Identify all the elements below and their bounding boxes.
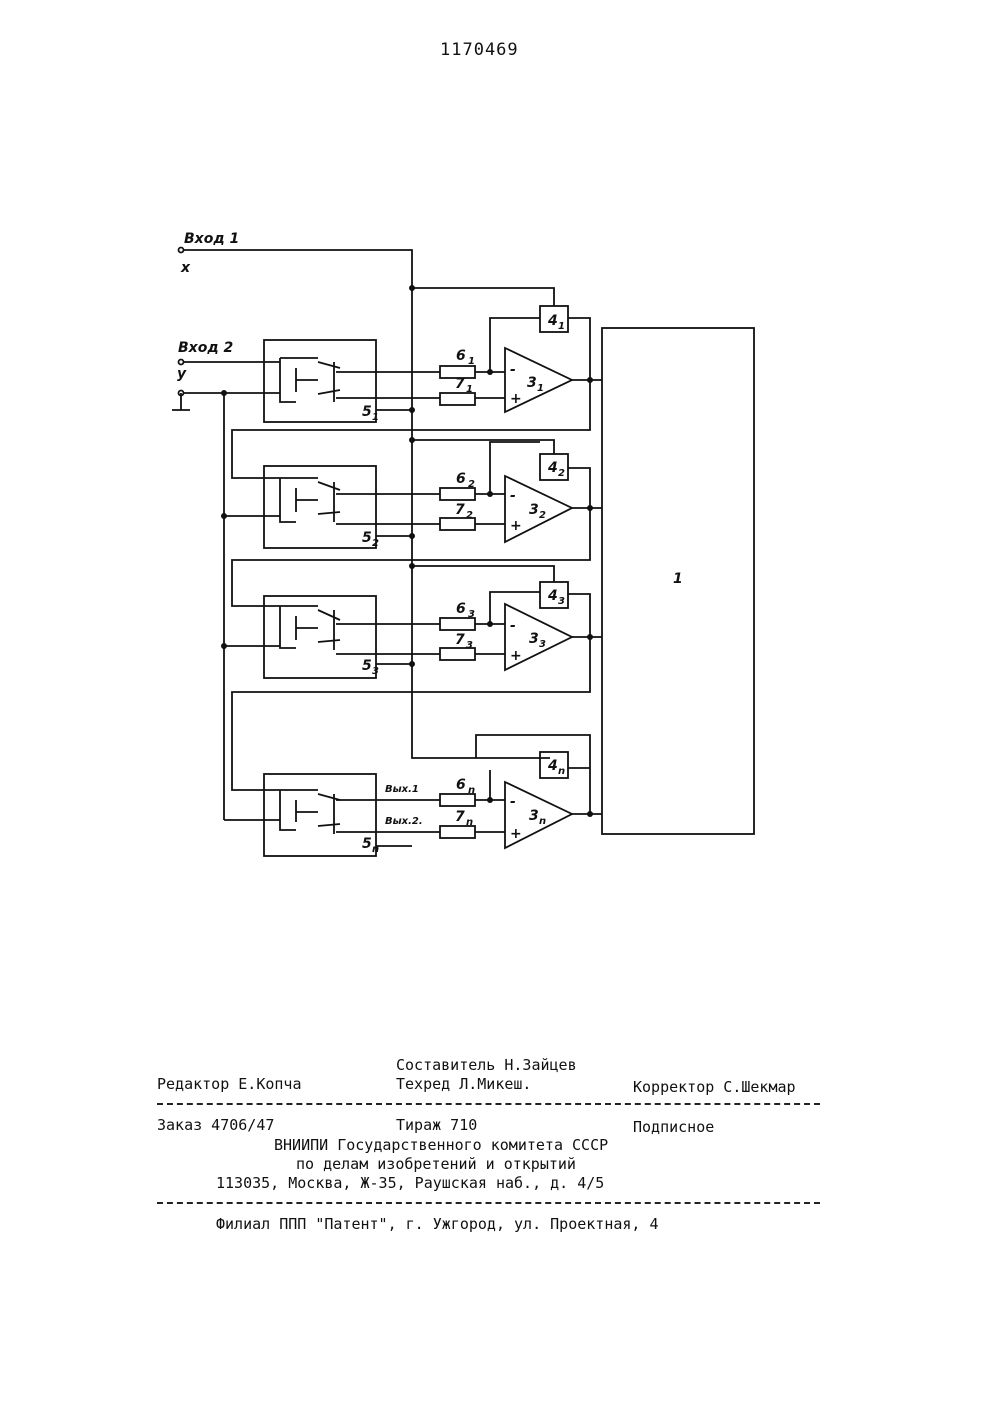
- svg-text:2: 2: [468, 479, 475, 490]
- corrector: Корректор С.Шекмар: [633, 1078, 796, 1096]
- svg-text:-: -: [510, 362, 516, 378]
- divider-1: [157, 1103, 820, 1105]
- compiler: Составитель Н.Зайцев: [396, 1056, 577, 1074]
- label-fb-3: 4: [547, 588, 558, 604]
- circulation: Тираж 710: [396, 1116, 477, 1134]
- input1-terminal: [179, 248, 184, 253]
- svg-text:+: +: [510, 518, 522, 534]
- label-amp-1: 3: [527, 375, 537, 391]
- label-fb-1: 4: [547, 313, 558, 329]
- label-amp-3: 3: [529, 631, 539, 647]
- svg-text:1: 1: [372, 412, 379, 423]
- svg-text:+: +: [510, 826, 522, 842]
- svg-text:2: 2: [558, 468, 565, 479]
- svg-text:3: 3: [372, 666, 379, 677]
- label-r1-n: 6: [456, 777, 466, 793]
- svg-text:1: 1: [466, 384, 473, 395]
- svg-text:-: -: [510, 794, 516, 810]
- svg-text:1: 1: [558, 321, 565, 332]
- divider-2: [157, 1202, 820, 1204]
- svg-text:n: n: [539, 816, 546, 827]
- stage-2: 6 2 7 2 3 2 4 2 5 2 - +: [224, 440, 602, 606]
- svg-text:2: 2: [466, 510, 473, 521]
- stage-3: 6 3 7 3 3 3 4 3 5 3 - +: [224, 566, 602, 790]
- svg-text:1: 1: [468, 356, 475, 367]
- svg-text:3: 3: [468, 609, 475, 620]
- label-sw-2: 5: [362, 530, 372, 546]
- label-r1-1: 6: [456, 348, 466, 364]
- label-r2-1: 7: [455, 376, 465, 392]
- label-r1-3: 6: [456, 601, 466, 617]
- output2-label: Вых.2.: [385, 816, 423, 827]
- svg-text:-: -: [510, 488, 516, 504]
- label-r2-n: 7: [455, 809, 465, 825]
- svg-text:3: 3: [466, 640, 473, 651]
- subscription: Подписное: [633, 1118, 714, 1136]
- svg-text:3: 3: [558, 596, 565, 607]
- organization-line2: по делам изобретений и открытий: [296, 1155, 576, 1173]
- address: 113035, Москва, Ж-35, Раушская наб., д. …: [216, 1174, 604, 1192]
- input1-label: Вход 1: [184, 231, 239, 247]
- order: Заказ 4706/47: [157, 1116, 274, 1134]
- ground-symbol: [172, 393, 190, 410]
- svg-text:n: n: [558, 766, 565, 777]
- input1-bus: [184, 250, 550, 758]
- svg-text:n: n: [372, 844, 379, 855]
- input1-var: x: [180, 260, 191, 276]
- editor: Редактор Е.Копча: [157, 1075, 302, 1093]
- input2-var: y: [177, 366, 187, 382]
- input2-terminal-a: [179, 360, 184, 365]
- label-amp-n: 3: [529, 808, 539, 824]
- stage-1: 6 1 7 1 3 1 4 1 5 1 - +: [232, 288, 602, 478]
- label-sw-1: 5: [362, 404, 372, 420]
- label-r2-3: 7: [455, 632, 465, 648]
- input2-label: Вход 2: [178, 340, 233, 356]
- label-sw-3: 5: [362, 658, 372, 674]
- label-amp-2: 3: [529, 502, 539, 518]
- svg-text:2: 2: [539, 510, 546, 521]
- svg-text:2: 2: [372, 538, 379, 549]
- svg-text:n: n: [468, 785, 475, 796]
- label-fb-n: 4: [547, 758, 558, 774]
- svg-text:-: -: [510, 618, 516, 634]
- output1-label: Вых.1: [385, 784, 419, 795]
- techred: Техред Л.Микеш.: [396, 1075, 531, 1093]
- label-r2-2: 7: [455, 502, 465, 518]
- junction-dots: [221, 285, 593, 817]
- svg-text:+: +: [510, 391, 522, 407]
- label-sw-n: 5: [362, 836, 372, 852]
- stage-n: 6 n 7 n 3 n 4 n 5 n Вых.1 Вых.2. - +: [224, 735, 602, 856]
- svg-text:3: 3: [539, 639, 546, 650]
- svg-text:+: +: [510, 648, 522, 664]
- svg-text:1: 1: [537, 383, 544, 394]
- label-r1-2: 6: [456, 471, 466, 487]
- organization-line1: ВНИИПИ Государственного комитета СССР: [274, 1136, 608, 1154]
- block-1-label: 1: [673, 571, 683, 587]
- svg-text:n: n: [466, 817, 473, 828]
- branch: Филиал ППП "Патент", г. Ужгород, ул. Про…: [216, 1215, 659, 1233]
- label-fb-2: 4: [547, 460, 558, 476]
